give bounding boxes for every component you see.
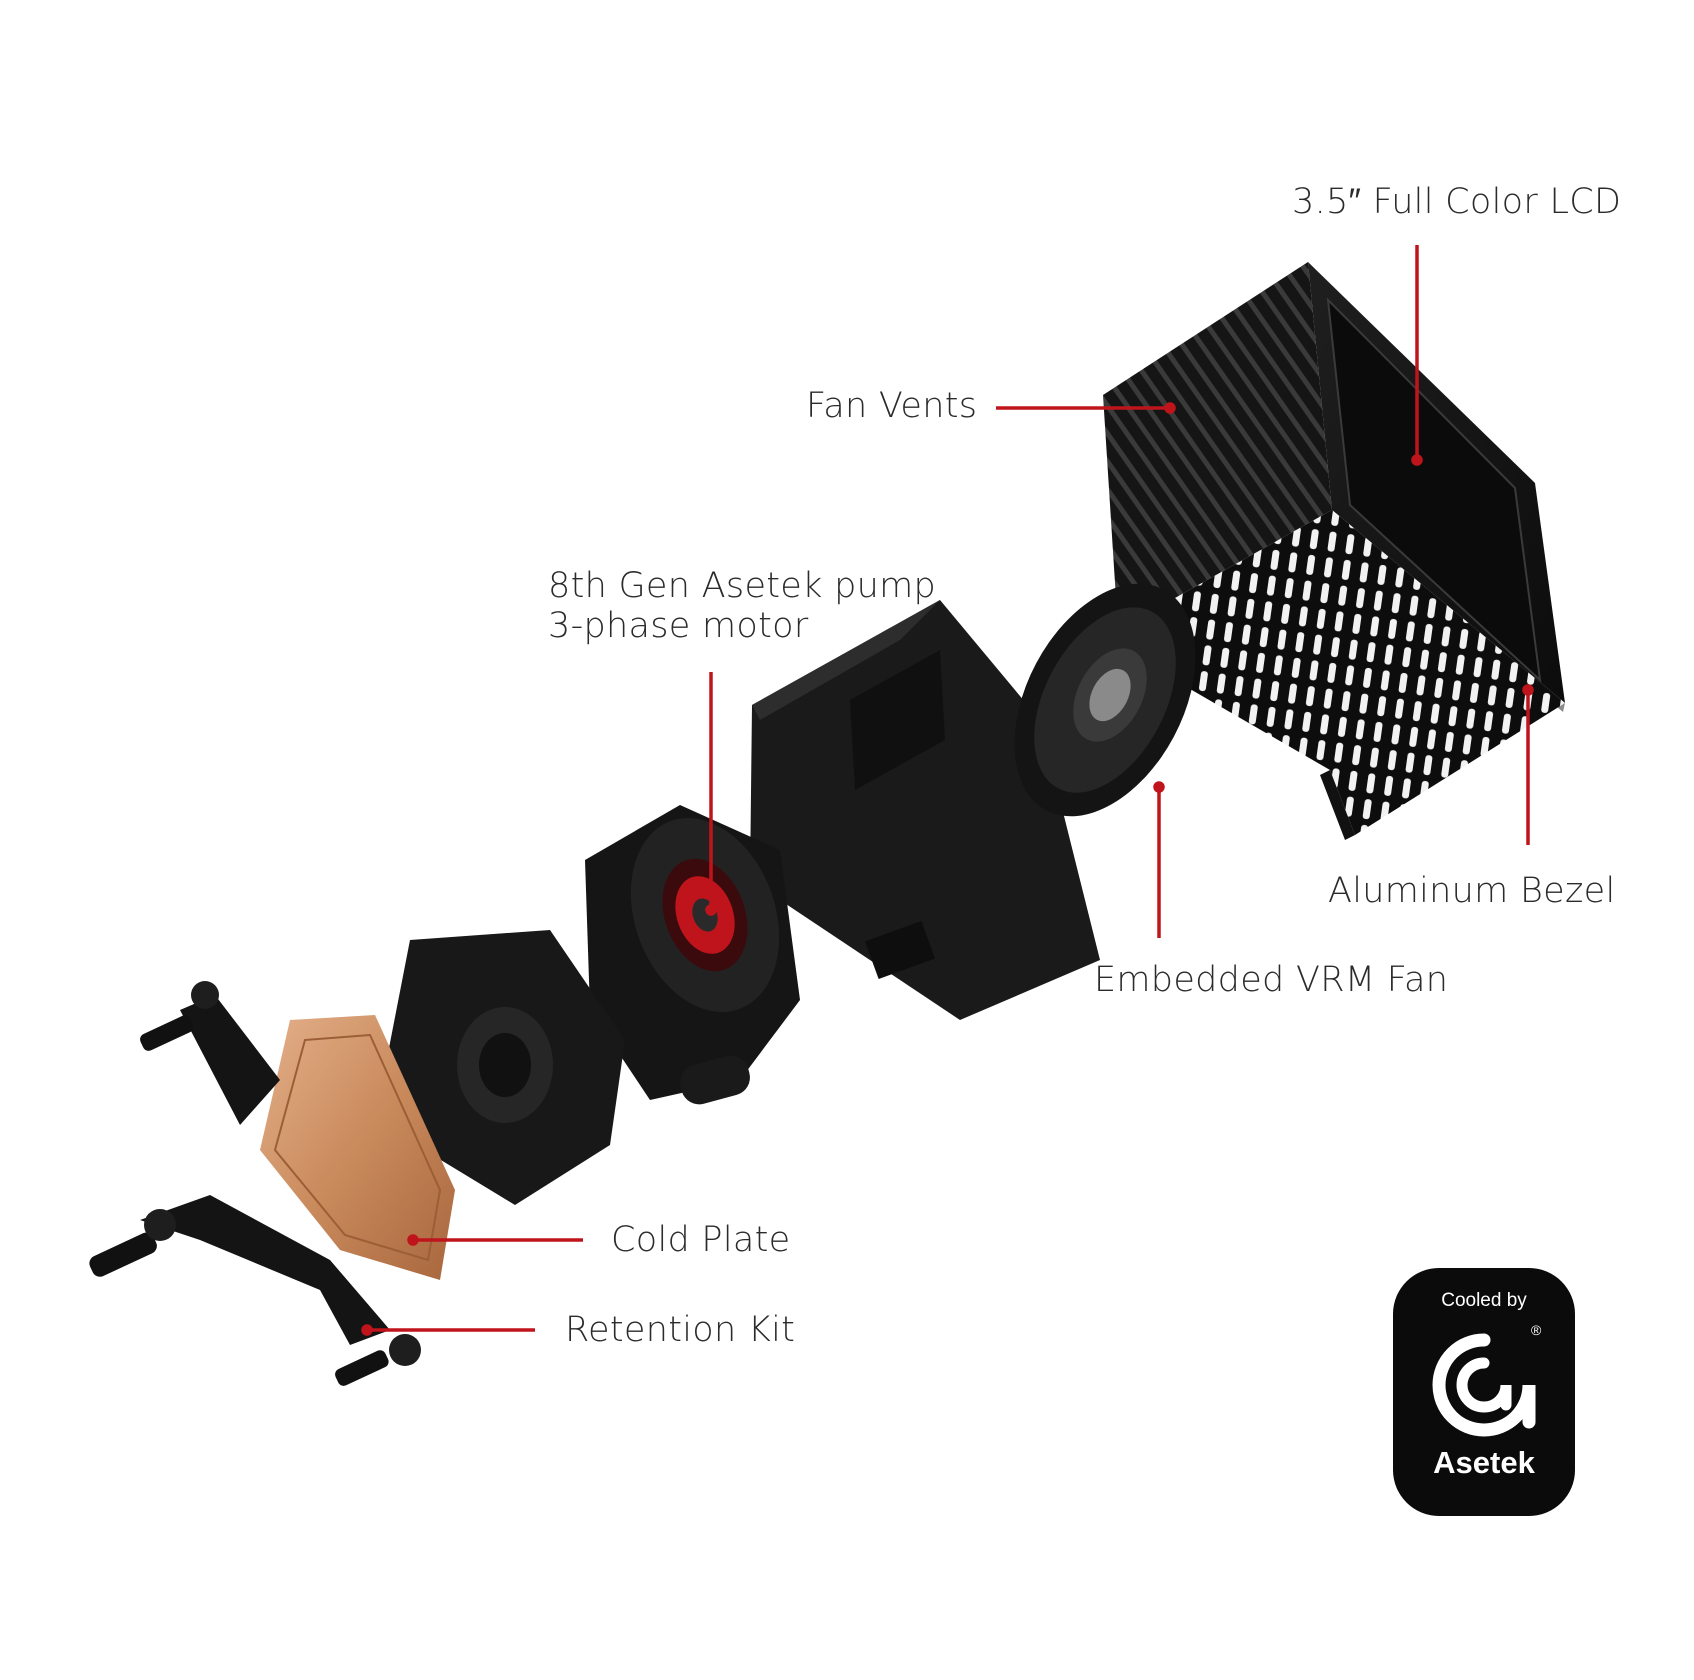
pump-label-line2: 3-phase motor [548, 606, 809, 646]
cube-grille [1118, 510, 1565, 835]
pump-label-line1: 8th Gen Asetek pump [548, 566, 937, 606]
aluminum-bezel-label: Aluminum Bezel [1328, 871, 1616, 911]
embedded-vrm-fan [1014, 583, 1196, 817]
badge-brand-text: Asetek [1433, 1445, 1535, 1480]
lcd-label: 3.5″ Full Color LCD [1292, 182, 1622, 222]
vrm-fan-housing [750, 600, 1100, 1020]
lcd-cube [1103, 262, 1565, 840]
copper-cold-plate [260, 1015, 455, 1280]
cooled-by-asetek-badge: Cooled by ® Asetek [1393, 1268, 1575, 1516]
fan-vents-label: Fan Vents [806, 386, 978, 426]
fan-vents-face [1103, 262, 1332, 630]
asetek-logo-icon [1432, 1333, 1536, 1437]
leader-lines [361, 245, 1534, 1336]
cold-plate-label: Cold Plate [611, 1220, 791, 1260]
registered-mark: ® [1531, 1322, 1542, 1338]
retention-kit-label: Retention Kit [565, 1310, 796, 1350]
vrm-fan-label: Embedded VRM Fan [1094, 960, 1449, 1000]
retention-kit [89, 981, 421, 1386]
badge-cooled-by-text: Cooled by [1441, 1290, 1527, 1311]
cold-plate-body [375, 930, 625, 1205]
lcd-display [1326, 297, 1542, 683]
cube-grille-edge [1320, 770, 1355, 840]
pump-housing [585, 805, 800, 1105]
